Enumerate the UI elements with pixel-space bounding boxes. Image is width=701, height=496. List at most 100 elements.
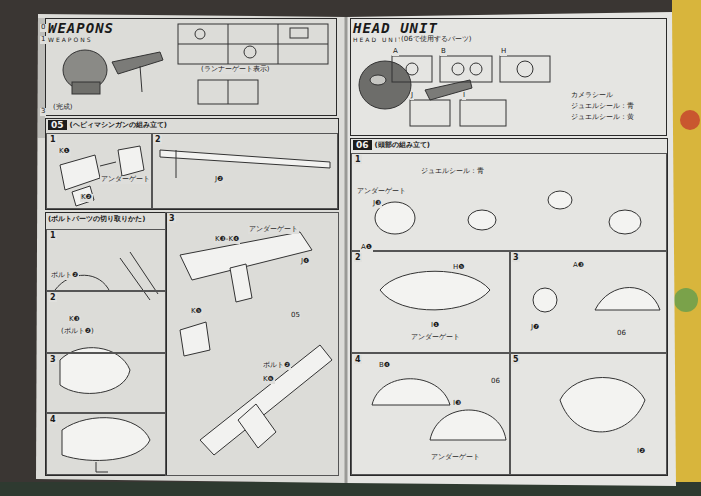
text-row: 06(頭部の組み立て) bbox=[351, 139, 667, 151]
part-label: アンダーゲート bbox=[100, 176, 151, 184]
part-label: 06 bbox=[616, 330, 627, 338]
text-row: 5 bbox=[510, 354, 666, 365]
head-assembly-drawing bbox=[372, 191, 660, 440]
part-label: ボルト❷ bbox=[262, 362, 291, 370]
part-label: J bbox=[410, 92, 414, 100]
section-subtitle: HEAD UNIT bbox=[353, 36, 404, 43]
part-label: K❷ bbox=[80, 194, 93, 202]
step-panel: (ボルトパーツの切り取りかた) 1 2 3 4 bbox=[45, 212, 167, 476]
text-row: 2 bbox=[47, 292, 165, 303]
section-title: (ボルトパーツの切り取りかた) bbox=[48, 214, 145, 224]
part-label: 05 bbox=[290, 312, 301, 320]
step-number: 4 bbox=[49, 415, 57, 424]
part-label: J❸ bbox=[372, 200, 382, 208]
part-label: ジュエルシール：黄 bbox=[570, 114, 635, 122]
step-number: 5 bbox=[512, 355, 520, 364]
nipper-drawing bbox=[55, 252, 158, 472]
text-row: (ボルトパーツの切り取りかた) bbox=[46, 213, 166, 225]
part-label: A❶ bbox=[360, 244, 373, 252]
part-label: B❹ bbox=[378, 362, 391, 370]
step-number: 3 bbox=[512, 253, 520, 262]
step-number: 4 bbox=[354, 355, 362, 364]
head-illustration bbox=[359, 56, 550, 126]
part-label: カメラシール bbox=[570, 92, 614, 100]
weapons-illustration bbox=[63, 24, 328, 104]
substep-box: 3 bbox=[46, 353, 166, 413]
part-label: H❺ bbox=[452, 264, 466, 272]
part-label: アンダーゲート bbox=[410, 334, 461, 342]
part-label: I❸ bbox=[452, 400, 462, 408]
cartoon-mat bbox=[672, 0, 701, 496]
part-label: ジュエルシール：青 bbox=[420, 168, 485, 176]
text-row: 3 bbox=[510, 252, 666, 263]
part-label: K❸-K❹ bbox=[214, 236, 240, 244]
part-label: ジュエルシール：青 bbox=[570, 103, 635, 111]
part-label: (06で使用するパーツ) bbox=[400, 36, 472, 44]
part-label: I❶ bbox=[430, 322, 440, 330]
gun-assembly-drawing bbox=[60, 146, 332, 455]
step-number: 3 bbox=[168, 214, 176, 223]
text-row: 1 bbox=[47, 134, 152, 145]
section-subtitle: (頭部の組み立て) bbox=[375, 140, 430, 150]
part-label: I bbox=[462, 92, 466, 100]
part-label: (完成) bbox=[52, 104, 73, 112]
text-row: HEAD UNITHEAD UNIT bbox=[351, 19, 666, 44]
text-row: 3 bbox=[47, 354, 165, 365]
part-label: K❺ bbox=[190, 308, 203, 316]
part-label: ボルト❷ bbox=[50, 272, 79, 280]
left-page bbox=[36, 14, 346, 483]
part-label: J❷ bbox=[214, 176, 224, 184]
text-row: 1 bbox=[47, 230, 165, 241]
part-label: (ランナーゲート表示) bbox=[200, 66, 270, 74]
part-label: 3 bbox=[40, 108, 46, 116]
text-row: 2 bbox=[352, 252, 510, 263]
substep-box: 3 bbox=[165, 212, 339, 476]
part-label: J❹ bbox=[300, 258, 310, 266]
step-number: 2 bbox=[154, 135, 162, 144]
part-label: アンダーゲート bbox=[356, 188, 407, 196]
part-label: 06 bbox=[490, 378, 501, 386]
text-row: 4 bbox=[352, 354, 510, 365]
substep-box: 1 bbox=[46, 229, 166, 291]
section-subtitle: WEAPONS bbox=[48, 36, 92, 43]
text-row: WEAPONSWEAPONS bbox=[46, 19, 336, 44]
section-title: WEAPONS bbox=[48, 20, 114, 36]
part-label: A❸ bbox=[572, 262, 585, 270]
part-label: K❻ bbox=[262, 376, 275, 384]
step-number: 1 bbox=[49, 135, 57, 144]
cartoon-blob bbox=[680, 110, 700, 130]
substep-box: 5 bbox=[509, 353, 667, 475]
text-row: 05(ヘビィマシンガンの組み立て) bbox=[46, 119, 338, 131]
text-row: 2 bbox=[152, 134, 337, 145]
part-label: 1 bbox=[40, 36, 46, 44]
part-label: I❷ bbox=[636, 448, 646, 456]
step-number: 3 bbox=[49, 355, 57, 364]
part-label: A bbox=[392, 48, 399, 56]
part-label: K❸ bbox=[68, 316, 81, 324]
spine-shadow bbox=[345, 17, 348, 483]
section-title: HEAD UNIT bbox=[353, 20, 438, 36]
part-label: (ボルト❷) bbox=[60, 328, 95, 336]
step-number: 1 bbox=[354, 155, 362, 164]
text-row: 4 bbox=[47, 414, 165, 425]
part-label: 0 bbox=[40, 24, 46, 32]
part-label: アンダーゲート bbox=[248, 226, 299, 234]
step-number: 2 bbox=[354, 253, 362, 262]
part-label: アンダーゲート bbox=[430, 454, 481, 462]
part-label: K❶ bbox=[58, 148, 71, 156]
cartoon-blob bbox=[674, 288, 698, 312]
section-subtitle: (ヘビィマシンガンの組み立て) bbox=[70, 120, 167, 130]
part-label: J❼ bbox=[530, 324, 540, 332]
substep-box: 2 bbox=[151, 133, 338, 209]
text-row: 1 bbox=[352, 154, 666, 165]
right-page bbox=[346, 12, 676, 486]
step-number: 1 bbox=[49, 231, 57, 240]
substep-box: 1 bbox=[351, 153, 667, 251]
substep-box: 4 bbox=[46, 413, 166, 475]
substep-box: 2 bbox=[46, 291, 166, 353]
section-title: 05 bbox=[48, 120, 67, 130]
step-number: 2 bbox=[49, 293, 57, 302]
section-header: WEAPONSWEAPONS bbox=[45, 18, 337, 116]
